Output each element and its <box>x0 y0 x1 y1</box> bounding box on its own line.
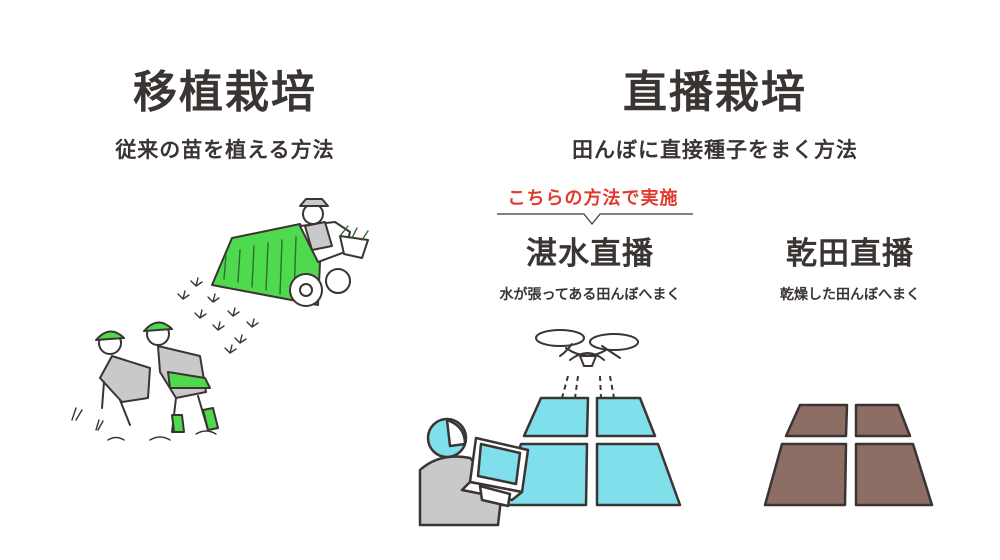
adopted-method-callout: こちらの方法で実施 <box>507 188 679 209</box>
transplant-title: 移植栽培 <box>133 67 317 118</box>
direct-seeding-title: 直播栽培 <box>623 67 807 118</box>
transplant-subtitle: 従来の苗を植える方法 <box>115 138 335 162</box>
callout-bracket <box>497 213 693 225</box>
direct-seeding-subtitle: 田んぼに直接種子をまく方法 <box>572 138 858 162</box>
dry-paddy-field-icon <box>763 403 934 507</box>
water-ripples <box>71 407 217 441</box>
dry-direct-seeding-description: 乾燥した田んぼへまく <box>780 287 920 303</box>
seedling-rows <box>177 277 259 354</box>
rice-transplanter-icon <box>211 198 369 307</box>
drone-operator-icon <box>418 417 530 527</box>
flooded-direct-seeding-label: 湛水直播 <box>526 236 654 272</box>
flooded-direct-seeding-description: 水が張ってある田んぼへまく <box>499 287 681 303</box>
drone-icon <box>535 329 639 367</box>
dry-direct-seeding-label: 乾田直播 <box>786 236 914 272</box>
farmers-planting-icon <box>95 321 219 433</box>
